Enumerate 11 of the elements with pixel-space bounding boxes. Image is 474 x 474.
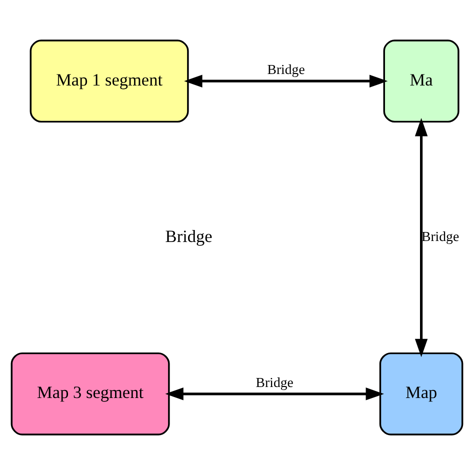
node-box: Map 1 segment [30, 39, 189, 122]
node-box: Map [379, 352, 464, 435]
arrow [184, 74, 388, 87]
label: Bridge [165, 226, 212, 246]
arrow [414, 118, 428, 357]
node-box: Ma [383, 39, 460, 122]
arrow [165, 387, 384, 400]
edge-label: Bridge [256, 374, 294, 390]
edge-label: Bridge [422, 228, 460, 244]
edge-label: Bridge [267, 61, 305, 76]
node-box: Map 3 segment [10, 352, 170, 435]
